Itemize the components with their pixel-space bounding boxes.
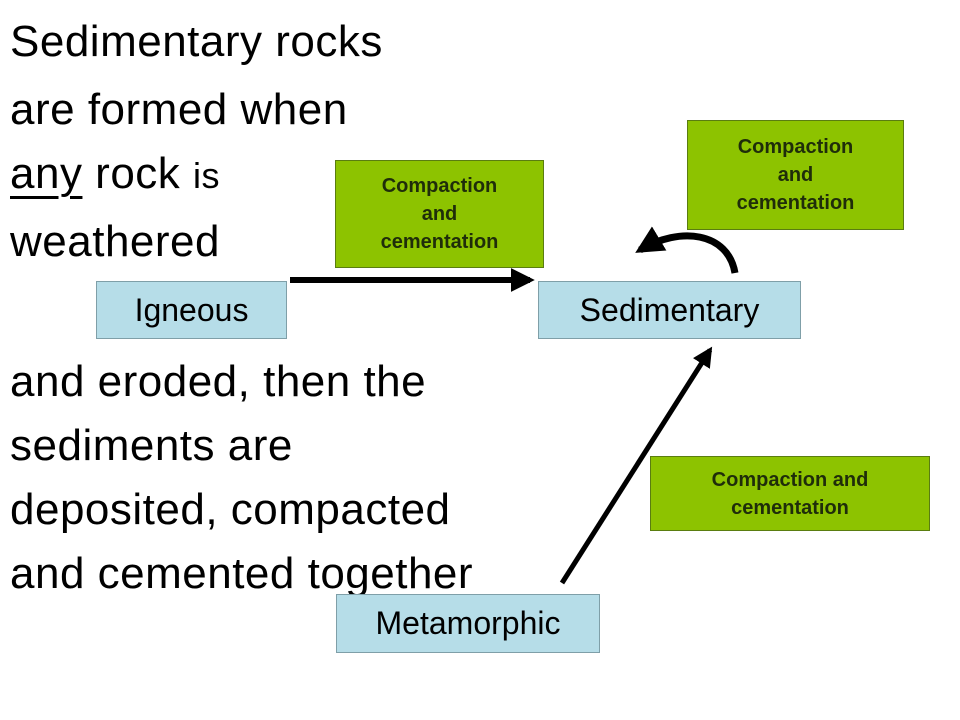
text-line-8: and cemented together [10, 549, 474, 598]
metamorphic-label: Metamorphic [375, 605, 561, 641]
process-1-line-2: and [421, 203, 458, 225]
sedimentary-label: Sedimentary [579, 291, 760, 328]
sedimentary-box: Sedimentary [538, 281, 801, 339]
text-line-7: deposited, compacted [10, 485, 451, 534]
igneous-label: Igneous [134, 291, 249, 328]
text-line-3: any rock is [10, 152, 220, 196]
text-line-1: Sedimentary rocks [10, 17, 383, 66]
process-box-compaction-3: Compaction and cementation [650, 456, 930, 531]
process-2-line-3: cementation [736, 192, 855, 214]
process-3-line-2: cementation [731, 496, 849, 519]
metamorphic-box: Metamorphic [336, 594, 600, 653]
process-2-line-2: and [777, 164, 814, 186]
text-line-5: and eroded, then the [10, 357, 427, 406]
process-box-compaction-2: Compaction and cementation [687, 120, 904, 230]
process-3-line-1: Compaction and [711, 468, 869, 491]
process-1-line-3: cementation [380, 231, 499, 253]
text-line-3-small: is [193, 155, 221, 196]
process-2-line-1: Compaction [737, 136, 854, 158]
igneous-box: Igneous [96, 281, 287, 339]
text-line-6: sediments are [10, 421, 293, 470]
underlined-word: any [10, 149, 83, 198]
text-line-3-rest: rock [82, 149, 194, 198]
process-box-compaction-1: Compaction and cementation [335, 160, 544, 268]
arrow-sedimentary-cycle [635, 226, 739, 274]
text-line-4: weathered [10, 217, 220, 266]
text-line-2: are formed when [10, 85, 348, 134]
process-1-line-1: Compaction [381, 175, 498, 197]
